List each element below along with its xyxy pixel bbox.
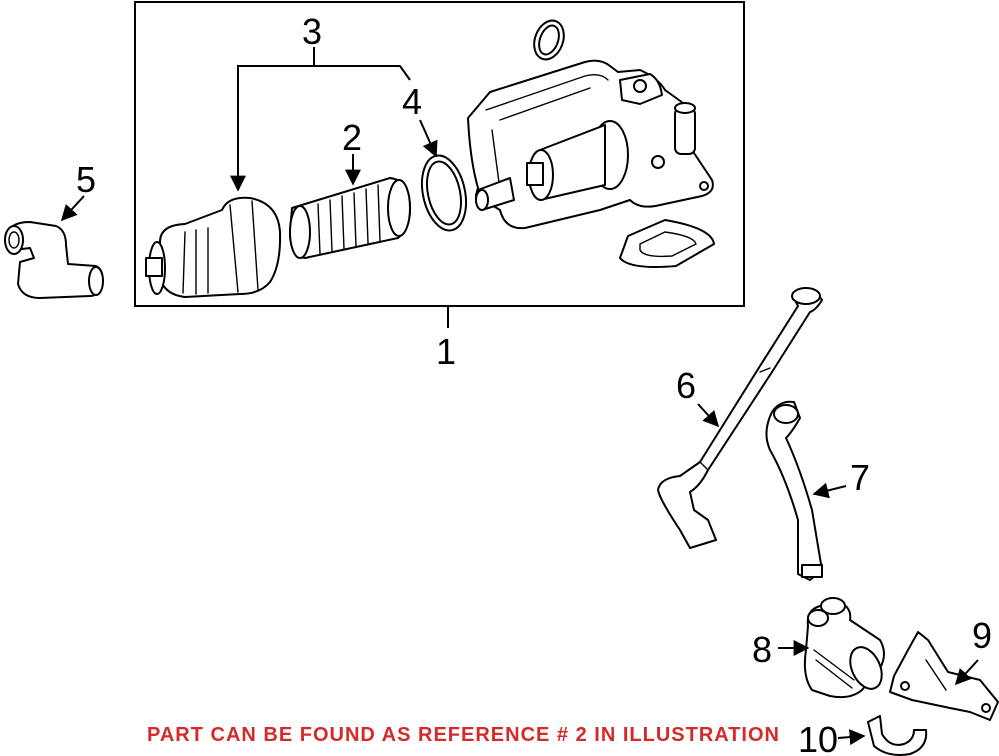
- part-9-bracket: [889, 631, 999, 721]
- leader-6: [697, 403, 720, 428]
- callout-5: 5: [76, 159, 96, 200]
- leader-7: [812, 482, 847, 499]
- leader-9: [954, 659, 979, 686]
- part-7-curved-hose: [765, 400, 823, 581]
- part-1-housing: [467, 59, 714, 230]
- callout-9: 9: [972, 615, 992, 656]
- callout-2: 2: [342, 117, 362, 158]
- callout-6: 6: [676, 365, 696, 406]
- leader-10: [837, 729, 866, 746]
- part-10-clamp: [867, 715, 928, 756]
- callout-7: 7: [850, 457, 870, 498]
- part-3-filter-cap: [145, 196, 282, 298]
- callout-8: 8: [752, 629, 772, 670]
- part-5-hose: [4, 221, 104, 299]
- leader-5: [60, 195, 85, 222]
- part-4-o-ring: [420, 154, 468, 232]
- leader-3: [230, 47, 315, 192]
- leader-3-right: [314, 65, 411, 81]
- leader-4: [419, 119, 438, 158]
- housing-gasket: [619, 219, 715, 268]
- part-2-filter-element: [289, 177, 412, 259]
- reference-notice: PART CAN BE FOUND AS REFERENCE # 2 IN IL…: [147, 724, 780, 746]
- callout-10: 10: [798, 719, 838, 756]
- callout-3: 3: [302, 11, 322, 52]
- part-8-water-pump: [803, 597, 885, 699]
- assembly-frame: [134, 1, 745, 307]
- callout-4: 4: [402, 81, 422, 122]
- top-seal-ring: [533, 19, 565, 61]
- part-6-coolant-pipe: [657, 287, 823, 549]
- callout-1: 1: [436, 331, 456, 372]
